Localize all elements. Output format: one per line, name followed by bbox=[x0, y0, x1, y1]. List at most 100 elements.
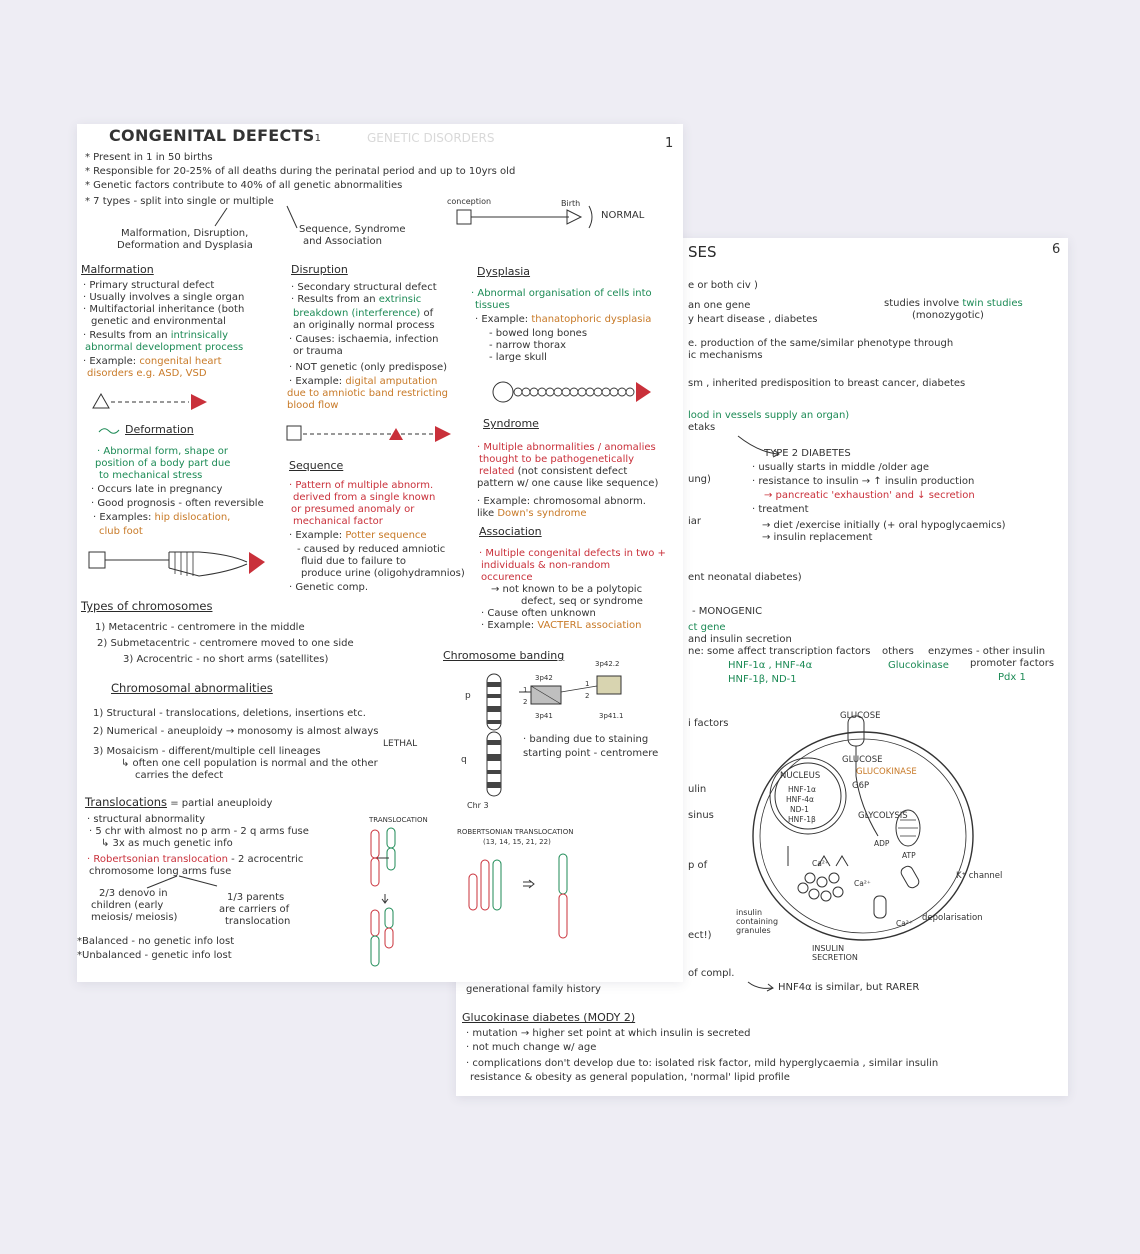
back-line: p of bbox=[688, 860, 708, 871]
glucokinase-line: · mutation → higher set point at which i… bbox=[466, 1028, 751, 1039]
t2d-arrow bbox=[737, 435, 780, 458]
chromosome-type: 2) Submetacentric - centromere moved to … bbox=[97, 638, 354, 649]
back-line: etaks bbox=[688, 422, 716, 433]
back-line: e. production of the same/similar phenot… bbox=[688, 338, 954, 349]
t2d-line: · resistance to insulin → ↑ insulin prod… bbox=[752, 476, 975, 487]
cell-ca-stores: Ca²⁺ bbox=[812, 859, 829, 868]
t2d-line: · treatment bbox=[752, 504, 809, 515]
sequence-line: - caused by reduced amniotic bbox=[297, 544, 446, 555]
deformation-line: · Good prognosis - often reversible bbox=[91, 498, 264, 509]
deformation-line: to mechanical stress bbox=[99, 470, 203, 481]
intro-line: * Responsible for 20-25% of all deaths d… bbox=[85, 166, 516, 177]
cell-ca: Ca²⁺ bbox=[854, 879, 871, 888]
unbalanced-line: *Unbalanced - genetic info lost bbox=[77, 950, 232, 961]
band-number: 1 bbox=[585, 680, 590, 688]
parents-line: 1/3 parents bbox=[227, 892, 285, 903]
ghost-title: GENETIC DISORDERS bbox=[367, 131, 495, 145]
association-line: · Example: VACTERL association bbox=[481, 620, 642, 631]
disruption-line: due to amniotic band restricting bbox=[287, 388, 449, 399]
cell-glucose: GLUCOSE bbox=[842, 755, 883, 765]
back-line: ct gene bbox=[688, 622, 726, 633]
band-number: 2 bbox=[523, 698, 528, 706]
types-single: Deformation and Dysplasia bbox=[117, 240, 253, 251]
dysplasia-line: · Abnormal organisation of cells into bbox=[471, 288, 652, 299]
back-heading: SES bbox=[688, 243, 717, 261]
lethal-label: LETHAL bbox=[383, 739, 418, 749]
translocation-line: · structural abnormality bbox=[87, 814, 206, 825]
tilde-icon bbox=[98, 428, 120, 434]
dysplasia-line: - bowed long bones bbox=[489, 328, 588, 339]
back-bottom-line: generational family history bbox=[466, 984, 601, 995]
intro-line: * Genetic factors contribute to 40% of a… bbox=[85, 180, 403, 191]
cell-glucokinase: GLUCOKINASE bbox=[856, 767, 917, 777]
factor-hnf1: HNF-1α , HNF-4α bbox=[728, 660, 813, 671]
page-title: CONGENITAL DEFECTS1 bbox=[109, 126, 322, 145]
sequence-line: or presumed anomaly or bbox=[291, 504, 415, 515]
front-note-page: CONGENITAL DEFECTS1 GENETIC DISORDERS 1 … bbox=[77, 124, 683, 982]
association-line: · Cause often unknown bbox=[481, 608, 596, 619]
back-line: sm , inherited predisposition to breast … bbox=[688, 378, 966, 389]
cell-glucose-top: GLUCOSE bbox=[840, 711, 881, 721]
t2d-line: · usually starts in middle /older age bbox=[752, 462, 930, 473]
dysplasia-heading: Dysplasia bbox=[477, 265, 531, 278]
back-line: ect!) bbox=[688, 930, 712, 941]
malformation-line: genetic and environmental bbox=[91, 316, 226, 327]
sequence-line: mechanical factor bbox=[293, 516, 383, 527]
types-multi: Sequence, Syndrome bbox=[299, 224, 406, 235]
syndrome-line: pattern w/ one cause like sequence) bbox=[477, 478, 659, 489]
intro-line: * Present in 1 in 50 births bbox=[85, 152, 213, 163]
disruption-diagram bbox=[286, 425, 451, 442]
arrow-icon bbox=[747, 981, 774, 992]
band-zoom bbox=[519, 675, 622, 705]
association-line: → not known to be a polytopic bbox=[491, 584, 643, 595]
back-line: of compl. bbox=[688, 968, 735, 979]
back-line: and insulin secretion bbox=[688, 634, 792, 645]
split-arrows bbox=[146, 875, 218, 889]
sequence-line: derived from a single known bbox=[293, 492, 436, 503]
chromosome-types-heading: Types of chromosomes bbox=[81, 599, 213, 613]
cell-g6p: G6P bbox=[852, 781, 870, 791]
band-label: 3p41 bbox=[535, 712, 553, 720]
abnormality-line: carries the defect bbox=[135, 770, 224, 781]
types-multi: and Association bbox=[303, 236, 382, 247]
back-line: lood in vessels supply an organ) bbox=[688, 410, 850, 421]
back-line: ulin bbox=[688, 784, 707, 795]
sequence-line: · Genetic comp. bbox=[289, 582, 369, 593]
chromosome-3-diagram bbox=[486, 673, 502, 797]
branch-lines bbox=[214, 205, 298, 229]
factor-others: others bbox=[882, 646, 914, 657]
deformation-line: · Occurs late in pregnancy bbox=[91, 484, 223, 495]
cell-nucleus-factor: HNF-1α bbox=[788, 785, 816, 794]
chromosome-type: 3) Acrocentric - no short arms (satellit… bbox=[123, 654, 329, 665]
back-line: iar bbox=[688, 516, 702, 527]
back-line: - MONOGENIC bbox=[692, 606, 763, 617]
deformation-line: position of a body part due bbox=[95, 458, 231, 469]
deformation-line: club foot bbox=[99, 526, 143, 537]
chromosome-type: 1) Metacentric - centromere in the middl… bbox=[95, 622, 305, 633]
translocation-label: TRANSLOCATION bbox=[369, 816, 428, 824]
glucokinase-line: · complications don't develop due to: is… bbox=[466, 1058, 939, 1069]
malformation-line: abnormal development process bbox=[85, 342, 244, 353]
back-twin-2: (monozygotic) bbox=[912, 310, 984, 321]
robertsonian-diagram bbox=[468, 853, 568, 939]
banding-desc: · banding due to staining bbox=[523, 734, 649, 745]
sequence-line: produce urine (oligohydramnios) bbox=[301, 568, 465, 579]
band-label: 3p41.1 bbox=[599, 712, 624, 720]
translocation-line: · 5 chr with almost no p arm - 2 q arms … bbox=[89, 826, 309, 837]
sequence-line: · Example: Potter sequence bbox=[289, 530, 427, 541]
normal-timeline bbox=[456, 205, 593, 229]
association-line: · Multiple congenital defects in two + bbox=[479, 548, 666, 559]
abnormality-line: ↳ often one cell population is normal an… bbox=[121, 758, 378, 769]
conception-label: conception bbox=[447, 197, 492, 206]
association-heading: Association bbox=[479, 525, 542, 538]
syndrome-line: · Multiple abnormalities / anomalies bbox=[477, 442, 656, 453]
dysplasia-line: - large skull bbox=[489, 352, 547, 363]
back-line: i factors bbox=[688, 718, 729, 729]
banding-p: p bbox=[465, 691, 471, 701]
robertsonian-label-2: (13, 14, 15, 21, 22) bbox=[483, 838, 551, 846]
birth-label: Birth bbox=[561, 199, 581, 208]
t2d-title: TYPE 2 DIABETES bbox=[764, 448, 851, 459]
back-line: an one gene bbox=[688, 300, 751, 311]
front-page-number: 1 bbox=[665, 136, 674, 151]
disruption-line: · Secondary structural defect bbox=[291, 282, 437, 293]
